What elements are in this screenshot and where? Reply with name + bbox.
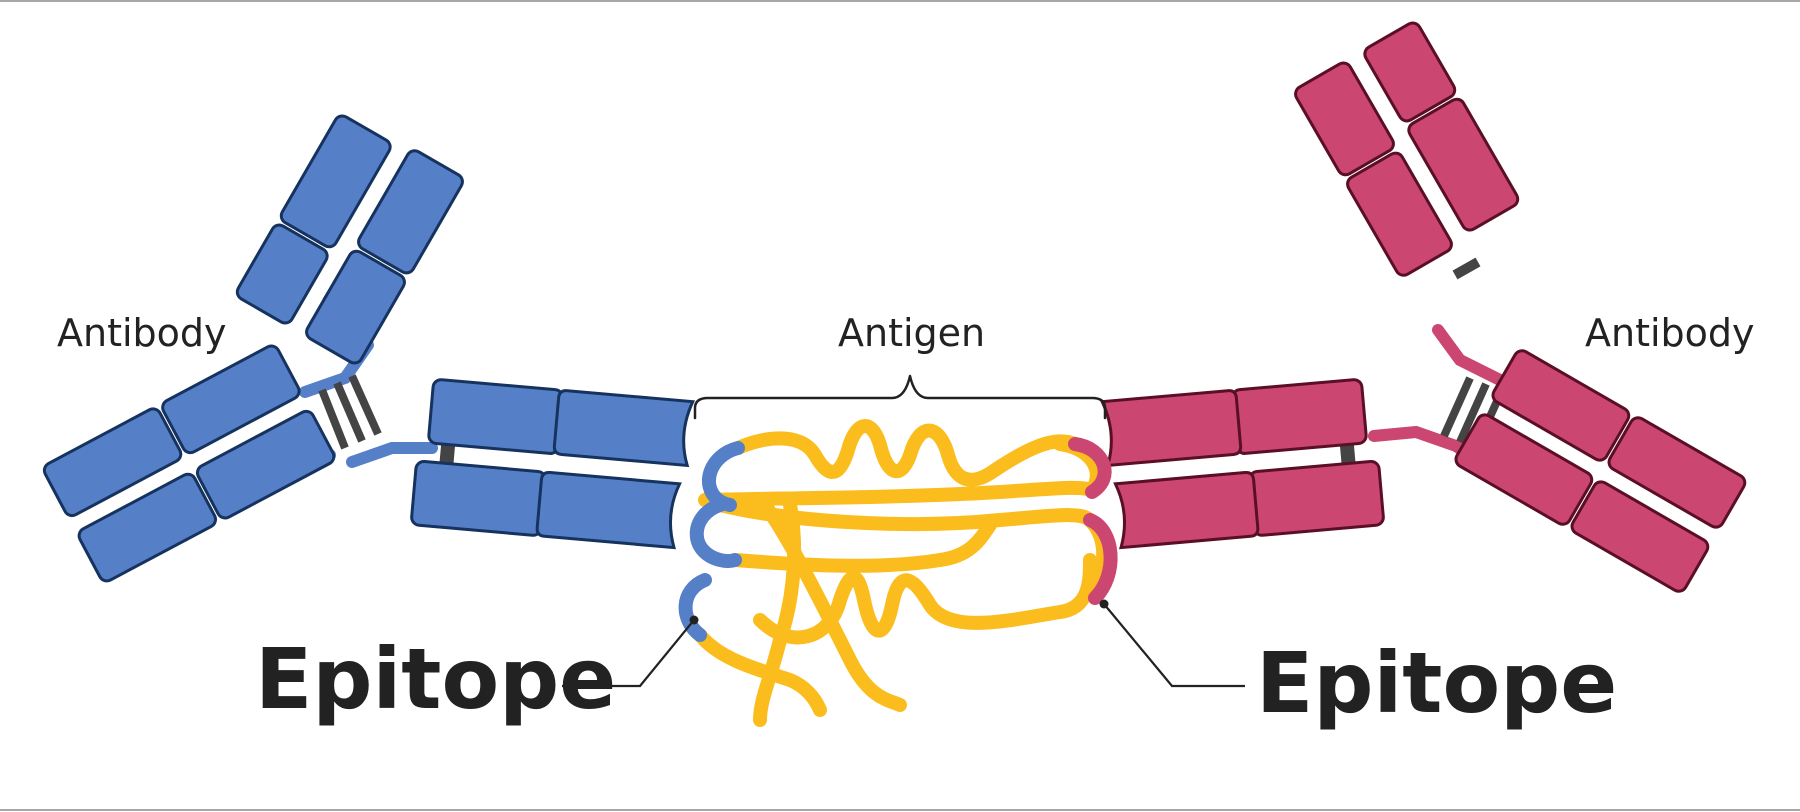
epitope-left-label: Epitope [255, 630, 616, 728]
antigen-bracket [693, 374, 1107, 420]
epitope-left-segment-2 [689, 498, 742, 569]
antibody-left-fab-upper [235, 114, 464, 365]
epitope-right-leader [1103, 603, 1245, 688]
domain [77, 472, 218, 583]
antigen-strand-diag-a [758, 498, 907, 712]
antibody-right-fab-upper [1294, 21, 1520, 277]
antibody-right-fab-binding [1099, 378, 1385, 550]
epitope-right-label: Epitope [1256, 634, 1617, 732]
antibody-right-label: Antibody [1585, 311, 1755, 355]
domain [357, 149, 464, 275]
domain [1570, 480, 1710, 593]
domain-paratope [552, 389, 696, 468]
domain [1454, 413, 1594, 526]
epitope-left-leader [562, 619, 695, 688]
domain [195, 409, 336, 520]
antigen-label: Antigen [838, 311, 985, 355]
domain [1491, 349, 1631, 462]
domain [1407, 97, 1520, 232]
domain-paratope [535, 470, 682, 550]
domain [279, 114, 392, 249]
domain [1230, 378, 1368, 455]
antigen-chain [678, 419, 1118, 727]
epitope-right-leader-dot [1099, 599, 1109, 609]
epitope-right-segment-1 [1068, 437, 1112, 499]
domain [42, 407, 183, 518]
antigen-strand-tail [693, 628, 827, 717]
antibody-left-label: Antibody [57, 311, 227, 355]
antigen-strand-top [731, 419, 1082, 487]
antigen-strand-wave [753, 553, 1097, 645]
antibody-left [42, 114, 696, 583]
epitope-left-leader-dot [689, 615, 699, 625]
antigen-strand-low [728, 518, 997, 573]
antibody-right-fc [1454, 349, 1747, 593]
domain [161, 344, 301, 455]
domain-paratope [1113, 470, 1260, 550]
antibody-left-fc [42, 344, 336, 583]
domain [1346, 151, 1453, 277]
domain [1248, 460, 1385, 537]
epitope-left-segment-3 [678, 573, 712, 642]
domain-paratope [1099, 389, 1243, 468]
antigen-strand-upper [698, 480, 1099, 507]
domain [235, 223, 329, 325]
epitope-right-segment-2 [1083, 513, 1118, 605]
antibody-right [1099, 21, 1747, 593]
domain [427, 378, 565, 455]
domain [1607, 416, 1747, 529]
domain [410, 460, 547, 537]
domain [1294, 61, 1395, 177]
domain [305, 249, 406, 365]
antigen-strand-diag-b [753, 498, 802, 727]
domain [1363, 21, 1457, 123]
antibody-left-fab-binding [410, 378, 696, 550]
